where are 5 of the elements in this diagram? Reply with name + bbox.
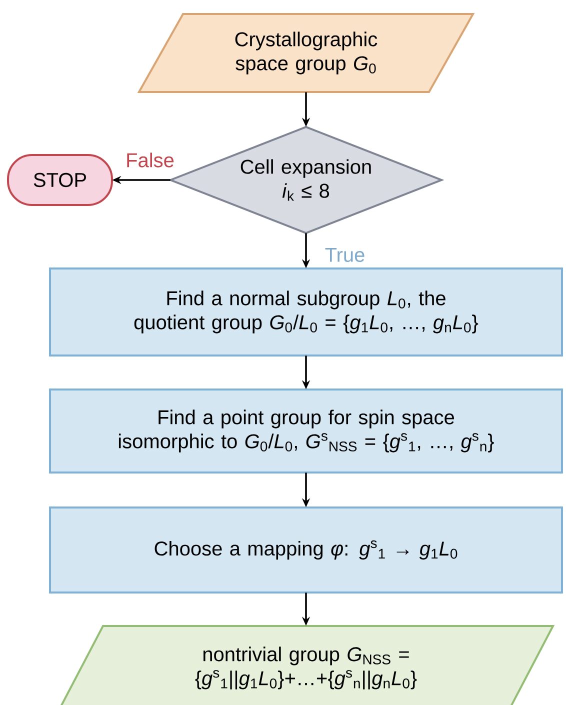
process-box: Find a point group for spin space isomorphic to G$_{0}$/L$_{0}$, G$^{s}$$_{NSS}$ = {g$^{s}$$_{1}$, …, g$^{s}$$_{n}$} <box>49 388 563 474</box>
process-box: Find a normal subgroup L$_{0}$, the quotient group G$_{0}$/L$_{0}$ = {g$_{1}$L$_{0}$, …, g$_{n}$L$_{0}$} <box>49 268 563 356</box>
stop-terminal: STOP <box>7 154 113 206</box>
process-box: Choose a mapping φ: g$^{s}$$_{1}$ → g$_{1}$L$_{0}$ <box>49 506 563 594</box>
edge-label: True <box>325 248 364 262</box>
